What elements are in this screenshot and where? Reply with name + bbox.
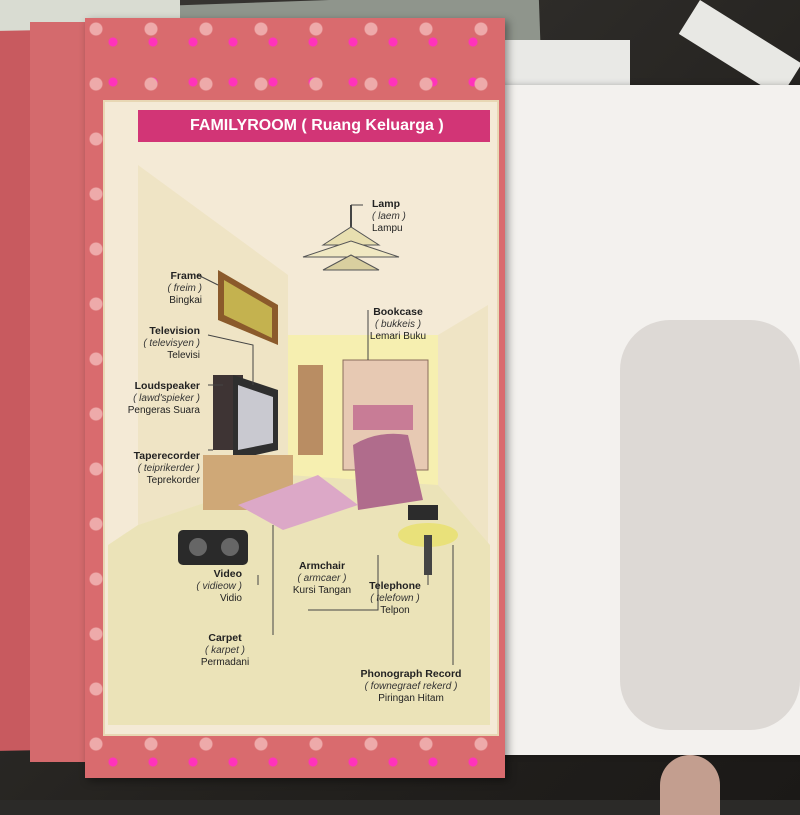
carpet	[238, 475, 358, 530]
finger	[660, 755, 720, 815]
armchair-label: Armchair( armcaer )Kursi Tangan	[292, 560, 352, 596]
page-title: FAMILYROOM ( Ruang Keluarga )	[138, 110, 490, 142]
frame-label: Frame( freim )Bingkai	[167, 270, 202, 306]
television-label: Television( televisyen )Televisi	[143, 325, 200, 361]
telephone-label: Telephone( telefown )Telpon	[369, 580, 421, 616]
blank-right-page	[495, 85, 800, 755]
telephone	[408, 505, 438, 520]
video-label: Video( vidieow )Vidio	[196, 568, 242, 604]
bookcase-label: Bookcase( bukkeis )Lemari Buku	[369, 306, 427, 342]
page-shadow	[620, 320, 800, 730]
window	[298, 365, 323, 455]
loudspeaker-label: Loudspeaker( lawd'spieker )Pengeras Suar…	[127, 380, 200, 416]
right-wall	[438, 305, 488, 545]
room-illustration	[108, 165, 490, 725]
armchair	[353, 433, 423, 510]
phonograph-label: Phonograph Record( fownegraef rekerd )Pi…	[360, 668, 462, 704]
lamp-label: Lamp( laem )Lampu	[372, 198, 406, 234]
taperecorder-label: Taperecorder( teiprikerder )Teprekorder	[133, 450, 200, 486]
carpet-label: Carpet( karpet )Permadani	[200, 632, 250, 668]
